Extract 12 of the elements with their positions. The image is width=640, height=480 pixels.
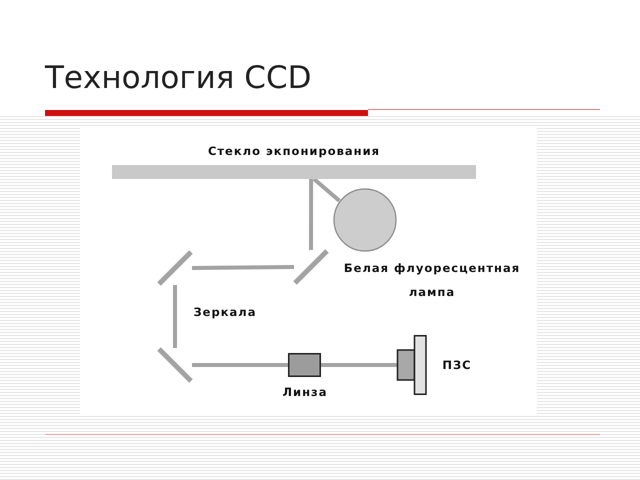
glass-label: Стекло экпонирования xyxy=(206,143,382,160)
lamp-label: Белая флуоресцентная лампа xyxy=(342,260,522,301)
lens-label: Линза xyxy=(282,384,328,401)
slide-title: Технология CCD xyxy=(45,60,312,96)
light-path xyxy=(312,177,341,202)
light-path xyxy=(192,265,294,270)
light-path xyxy=(192,363,288,367)
light-path xyxy=(321,363,397,367)
light-path xyxy=(309,179,314,250)
mirrors-label: Зеркала xyxy=(192,304,258,321)
sensor-label: ПЗС xyxy=(441,357,473,374)
light-path xyxy=(173,285,177,348)
